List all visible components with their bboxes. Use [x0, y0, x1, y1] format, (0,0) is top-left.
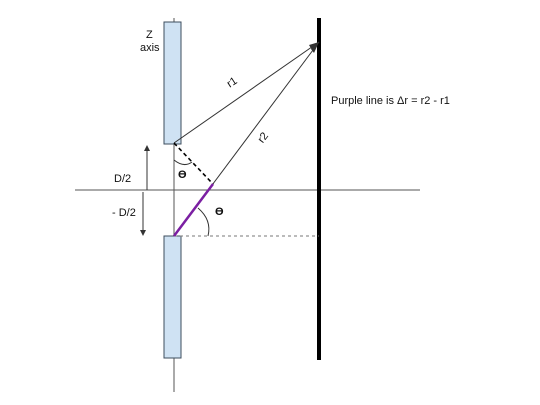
ray-r1-arrowhead [309, 42, 319, 50]
r2-label: r2 [256, 130, 271, 145]
ray-r1 [173, 41, 320, 144]
theta-label-top: ϴ [178, 169, 187, 181]
path-difference-note: Purple line is Δr = r2 - r1 [331, 95, 450, 107]
path-difference-segment [173, 183, 214, 237]
upper-barrier [163, 21, 182, 145]
z-axis-label-line1: Z [146, 29, 153, 41]
d-half-pos-arrowhead [144, 145, 150, 151]
z-axis-label-line2: axis [140, 42, 160, 54]
theta-label-bottom: ϴ [215, 206, 224, 218]
r1-label: r1 [225, 75, 240, 90]
perpendicular-dashed-line [173, 142, 214, 185]
d-half-neg-arrowhead [140, 230, 146, 236]
theta-arc-bottom [197, 207, 210, 237]
d-half-neg-label: - D/2 [112, 207, 136, 219]
lower-barrier [163, 235, 182, 359]
ray-r2-arrowhead [311, 42, 319, 53]
theta-arc-top [173, 159, 193, 166]
d-half-pos-label: D/2 [114, 173, 131, 185]
